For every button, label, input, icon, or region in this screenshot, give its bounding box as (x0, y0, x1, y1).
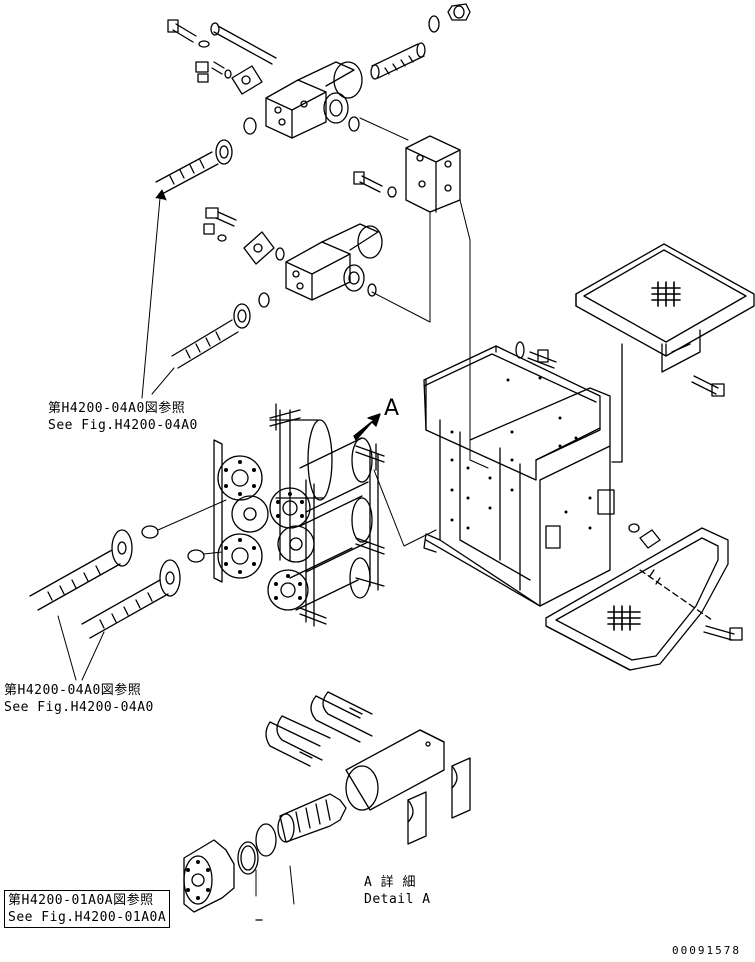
reference-leaders (58, 190, 294, 904)
reference-label-3: 第H4200-01A0A図参照 See Fig.H4200-01A0A (4, 890, 171, 928)
detail-a-view (184, 692, 470, 920)
upper-step-plate (576, 244, 754, 462)
reference-label-3-jp: 第H4200-01A0A図参照 (8, 893, 154, 908)
reference-label-1: 第H4200-04A0図参照 See Fig.H4200-04A0 (48, 400, 198, 434)
detail-a-title-jp: A 詳 細 (364, 875, 416, 890)
lower-valve-assembly (172, 208, 382, 368)
reference-label-3-en: See Fig.H4200-01A0A (8, 910, 167, 925)
reference-label-2-jp: 第H4200-04A0図参照 (4, 683, 142, 698)
filter-bank (142, 404, 436, 626)
reference-label-1-jp: 第H4200-04A0図参照 (48, 401, 186, 416)
valve-mounting-bracket (354, 136, 460, 212)
upper-valve-assembly (156, 4, 470, 194)
view-arrow (354, 414, 380, 440)
lower-step-plate (546, 528, 742, 670)
main-frame (424, 342, 660, 606)
drawing-number: 00091578 (672, 944, 741, 957)
reference-label-2-en: See Fig.H4200-04A0 (4, 700, 154, 715)
detail-a-title: A 詳 細 Detail A (364, 874, 431, 908)
lower-hoses (30, 530, 180, 638)
reference-label-1-en: See Fig.H4200-04A0 (48, 418, 198, 433)
leader-lines (360, 118, 488, 468)
reference-label-2: 第H4200-04A0図参照 See Fig.H4200-04A0 (4, 682, 154, 716)
view-letter-a: A (384, 396, 400, 421)
detail-a-title-en: Detail A (364, 892, 431, 907)
